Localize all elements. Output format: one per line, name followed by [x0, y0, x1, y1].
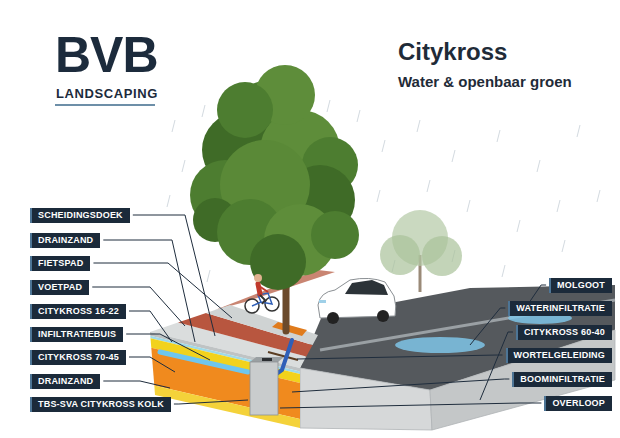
- title: Citykross: [398, 38, 507, 66]
- part-label: MOLGOOT: [549, 278, 612, 293]
- road-block-side: [430, 330, 615, 430]
- part-label: VOETPAD: [30, 280, 89, 295]
- subtitle: Water & openbaar groen: [398, 73, 572, 91]
- tree-crown: [380, 235, 420, 275]
- part-label-text: VOETPAD: [38, 282, 82, 293]
- part-label: DRAINZAND: [30, 233, 100, 248]
- part-label: CITYKROSS 70-45: [30, 350, 126, 365]
- puddle: [395, 337, 485, 353]
- part-label-text: WATERINFILTRATIE: [516, 303, 605, 314]
- leader-line: [297, 355, 503, 359]
- part-label-text: CITYKROSS 70-45: [38, 352, 119, 363]
- part-label-text: CITYKROSS 60-40: [524, 327, 605, 338]
- logo-text: BVB: [55, 30, 158, 80]
- leader-line: [129, 357, 175, 372]
- part-label-text: SCHEIDINGSDOEK: [38, 210, 123, 221]
- leaf-mass: [250, 234, 306, 290]
- part-label-text: CITYKROSS 16-22: [38, 306, 119, 317]
- car: [318, 278, 396, 324]
- logo-underline: [55, 104, 155, 106]
- leaf-mass: [217, 82, 273, 138]
- part-label-text: FIETSPAD: [38, 258, 83, 269]
- gully-body: [250, 362, 278, 415]
- part-label: WATERINFILTRATIE: [508, 301, 612, 316]
- part-label-text: OVERLOOP: [552, 398, 605, 409]
- leader-line: [103, 381, 170, 388]
- leader-line: [126, 334, 210, 360]
- car-window: [345, 280, 388, 295]
- leaf-mass: [311, 211, 359, 259]
- part-label: CITYKROSS 16-22: [30, 304, 126, 319]
- background-tree: [380, 210, 462, 292]
- rider-leg: [260, 295, 265, 304]
- cyclist: [245, 274, 279, 313]
- part-label: INFILTRATIEBUIS: [30, 327, 123, 342]
- part-label-text: DRAINZAND: [38, 376, 93, 387]
- logo-text: BVB: [55, 30, 158, 80]
- part-label: CITYKROSS 60-40: [516, 325, 612, 340]
- rider-arm: [259, 286, 268, 292]
- gully-grate: [262, 358, 272, 361]
- part-label-text: MOLGOOT: [557, 280, 605, 291]
- leader-line: [470, 308, 505, 345]
- part-label-text: TBS-SVA CITYKROSS KOLK: [38, 399, 164, 410]
- part-label-text: DRAINZAND: [38, 235, 93, 246]
- subtitle: Water & openbaar groen: [398, 73, 572, 91]
- part-label: WORTELGELEIDING: [506, 348, 613, 363]
- road-block-front: [300, 368, 432, 430]
- tree-crown: [422, 236, 462, 276]
- rider-head: [254, 274, 262, 282]
- logo-subtext: LANDSCAPING: [56, 86, 158, 101]
- car-wheel: [327, 312, 339, 324]
- title-text: Citykross: [398, 38, 507, 66]
- part-label: BOOMINFILTRATIE: [512, 372, 612, 387]
- leader-line: [480, 332, 513, 400]
- part-label-text: INFILTRATIEBUIS: [38, 329, 116, 340]
- part-label: SCHEIDINGSDOEK: [30, 208, 130, 223]
- verge-surface: [206, 305, 318, 345]
- gully-top: [250, 357, 284, 362]
- leader-line: [280, 403, 541, 408]
- leader-line: [292, 379, 509, 392]
- leader-line: [133, 215, 215, 336]
- part-label: FIETSPAD: [30, 256, 90, 271]
- tree-crown: [190, 65, 359, 290]
- part-label: TBS-SVA CITYKROSS KOLK: [30, 397, 171, 412]
- part-label-text: BOOMINFILTRATIE: [520, 374, 605, 385]
- part-label-text: WORTELGELEIDING: [514, 350, 606, 361]
- logo-subtext: LANDSCAPING: [56, 86, 158, 101]
- infiltration-pipe: [160, 352, 248, 372]
- car-headlight: [319, 300, 326, 303]
- part-label: OVERLOOP: [544, 396, 612, 411]
- part-label: DRAINZAND: [30, 374, 100, 389]
- car-wheel: [377, 310, 389, 322]
- leader-line: [174, 400, 248, 404]
